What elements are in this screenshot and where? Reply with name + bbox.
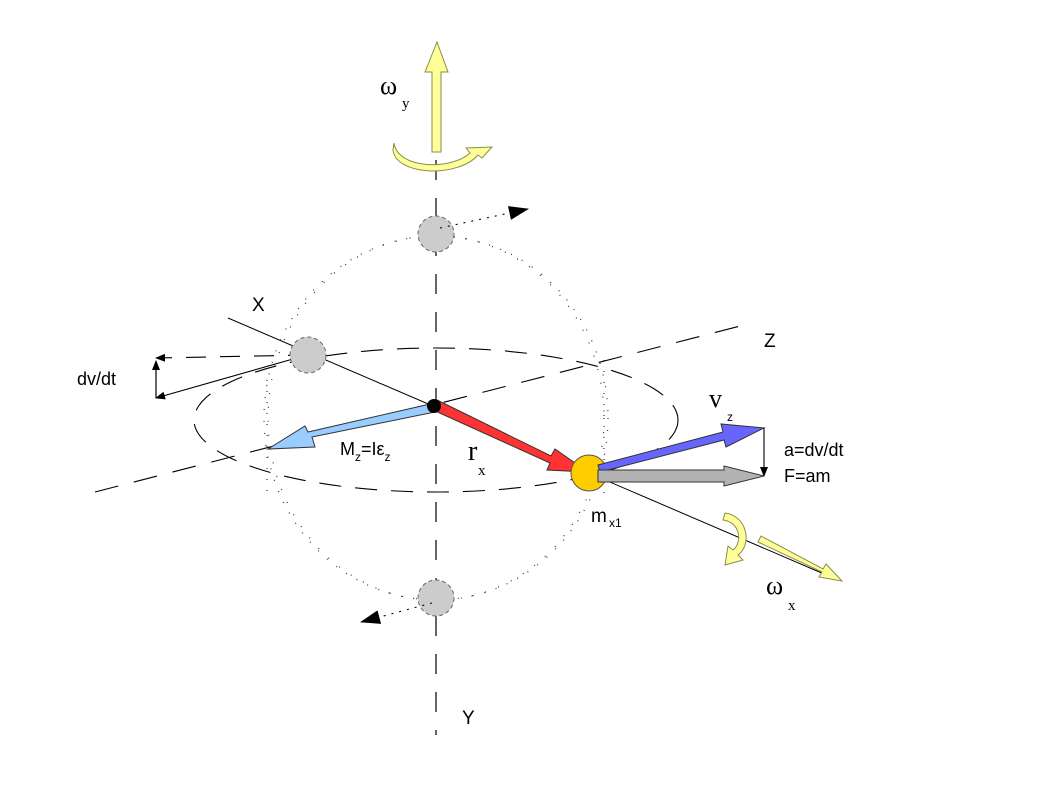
omega-y-subscript: y	[402, 96, 410, 112]
equator-ellipse	[193, 347, 679, 493]
dotted-sphere-outline	[263, 235, 609, 601]
ghost-mass-left	[289, 336, 327, 374]
omega-y-label: ω	[380, 71, 397, 100]
dv-dt-velocity-line	[155, 356, 301, 400]
mass-subscript: x1	[609, 516, 622, 530]
radius-arrow	[432, 399, 590, 473]
omega-y-rotation-icon	[392, 142, 494, 172]
top-mass-velocity-arrow	[439, 206, 529, 229]
radius-subscript: x	[478, 463, 486, 479]
dv-dt-label: dv/dt	[77, 369, 116, 389]
moment-label: Mz=Iεz	[340, 439, 391, 464]
axis-y-label: Y	[462, 708, 475, 729]
force-label: F=am	[784, 466, 831, 486]
axis-x-label: X	[252, 295, 265, 316]
velocity-subscript: z	[727, 410, 733, 424]
radius-label: r	[468, 436, 478, 467]
pivot-point	[427, 399, 441, 413]
force-arrow	[597, 465, 765, 487]
omega-x-arrow	[757, 535, 844, 582]
omega-x-subscript: x	[788, 598, 796, 614]
axis-z-label: Z	[764, 331, 776, 352]
ghost-mass-bottom	[417, 579, 455, 617]
dv-dt-dashed-arrow	[155, 353, 309, 362]
dotted-meridian	[267, 235, 605, 601]
velocity-label: v	[709, 384, 722, 413]
velocity-arrow	[597, 423, 766, 473]
mass-label: m	[591, 506, 607, 527]
moment-arrow	[266, 399, 436, 450]
omega-y-arrow	[424, 40, 449, 153]
ghost-mass-top	[417, 215, 455, 253]
omega-x-label: ω	[766, 571, 783, 600]
acceleration-label: a=dv/dt	[784, 440, 844, 460]
omega-x-rotation-icon	[722, 512, 747, 566]
